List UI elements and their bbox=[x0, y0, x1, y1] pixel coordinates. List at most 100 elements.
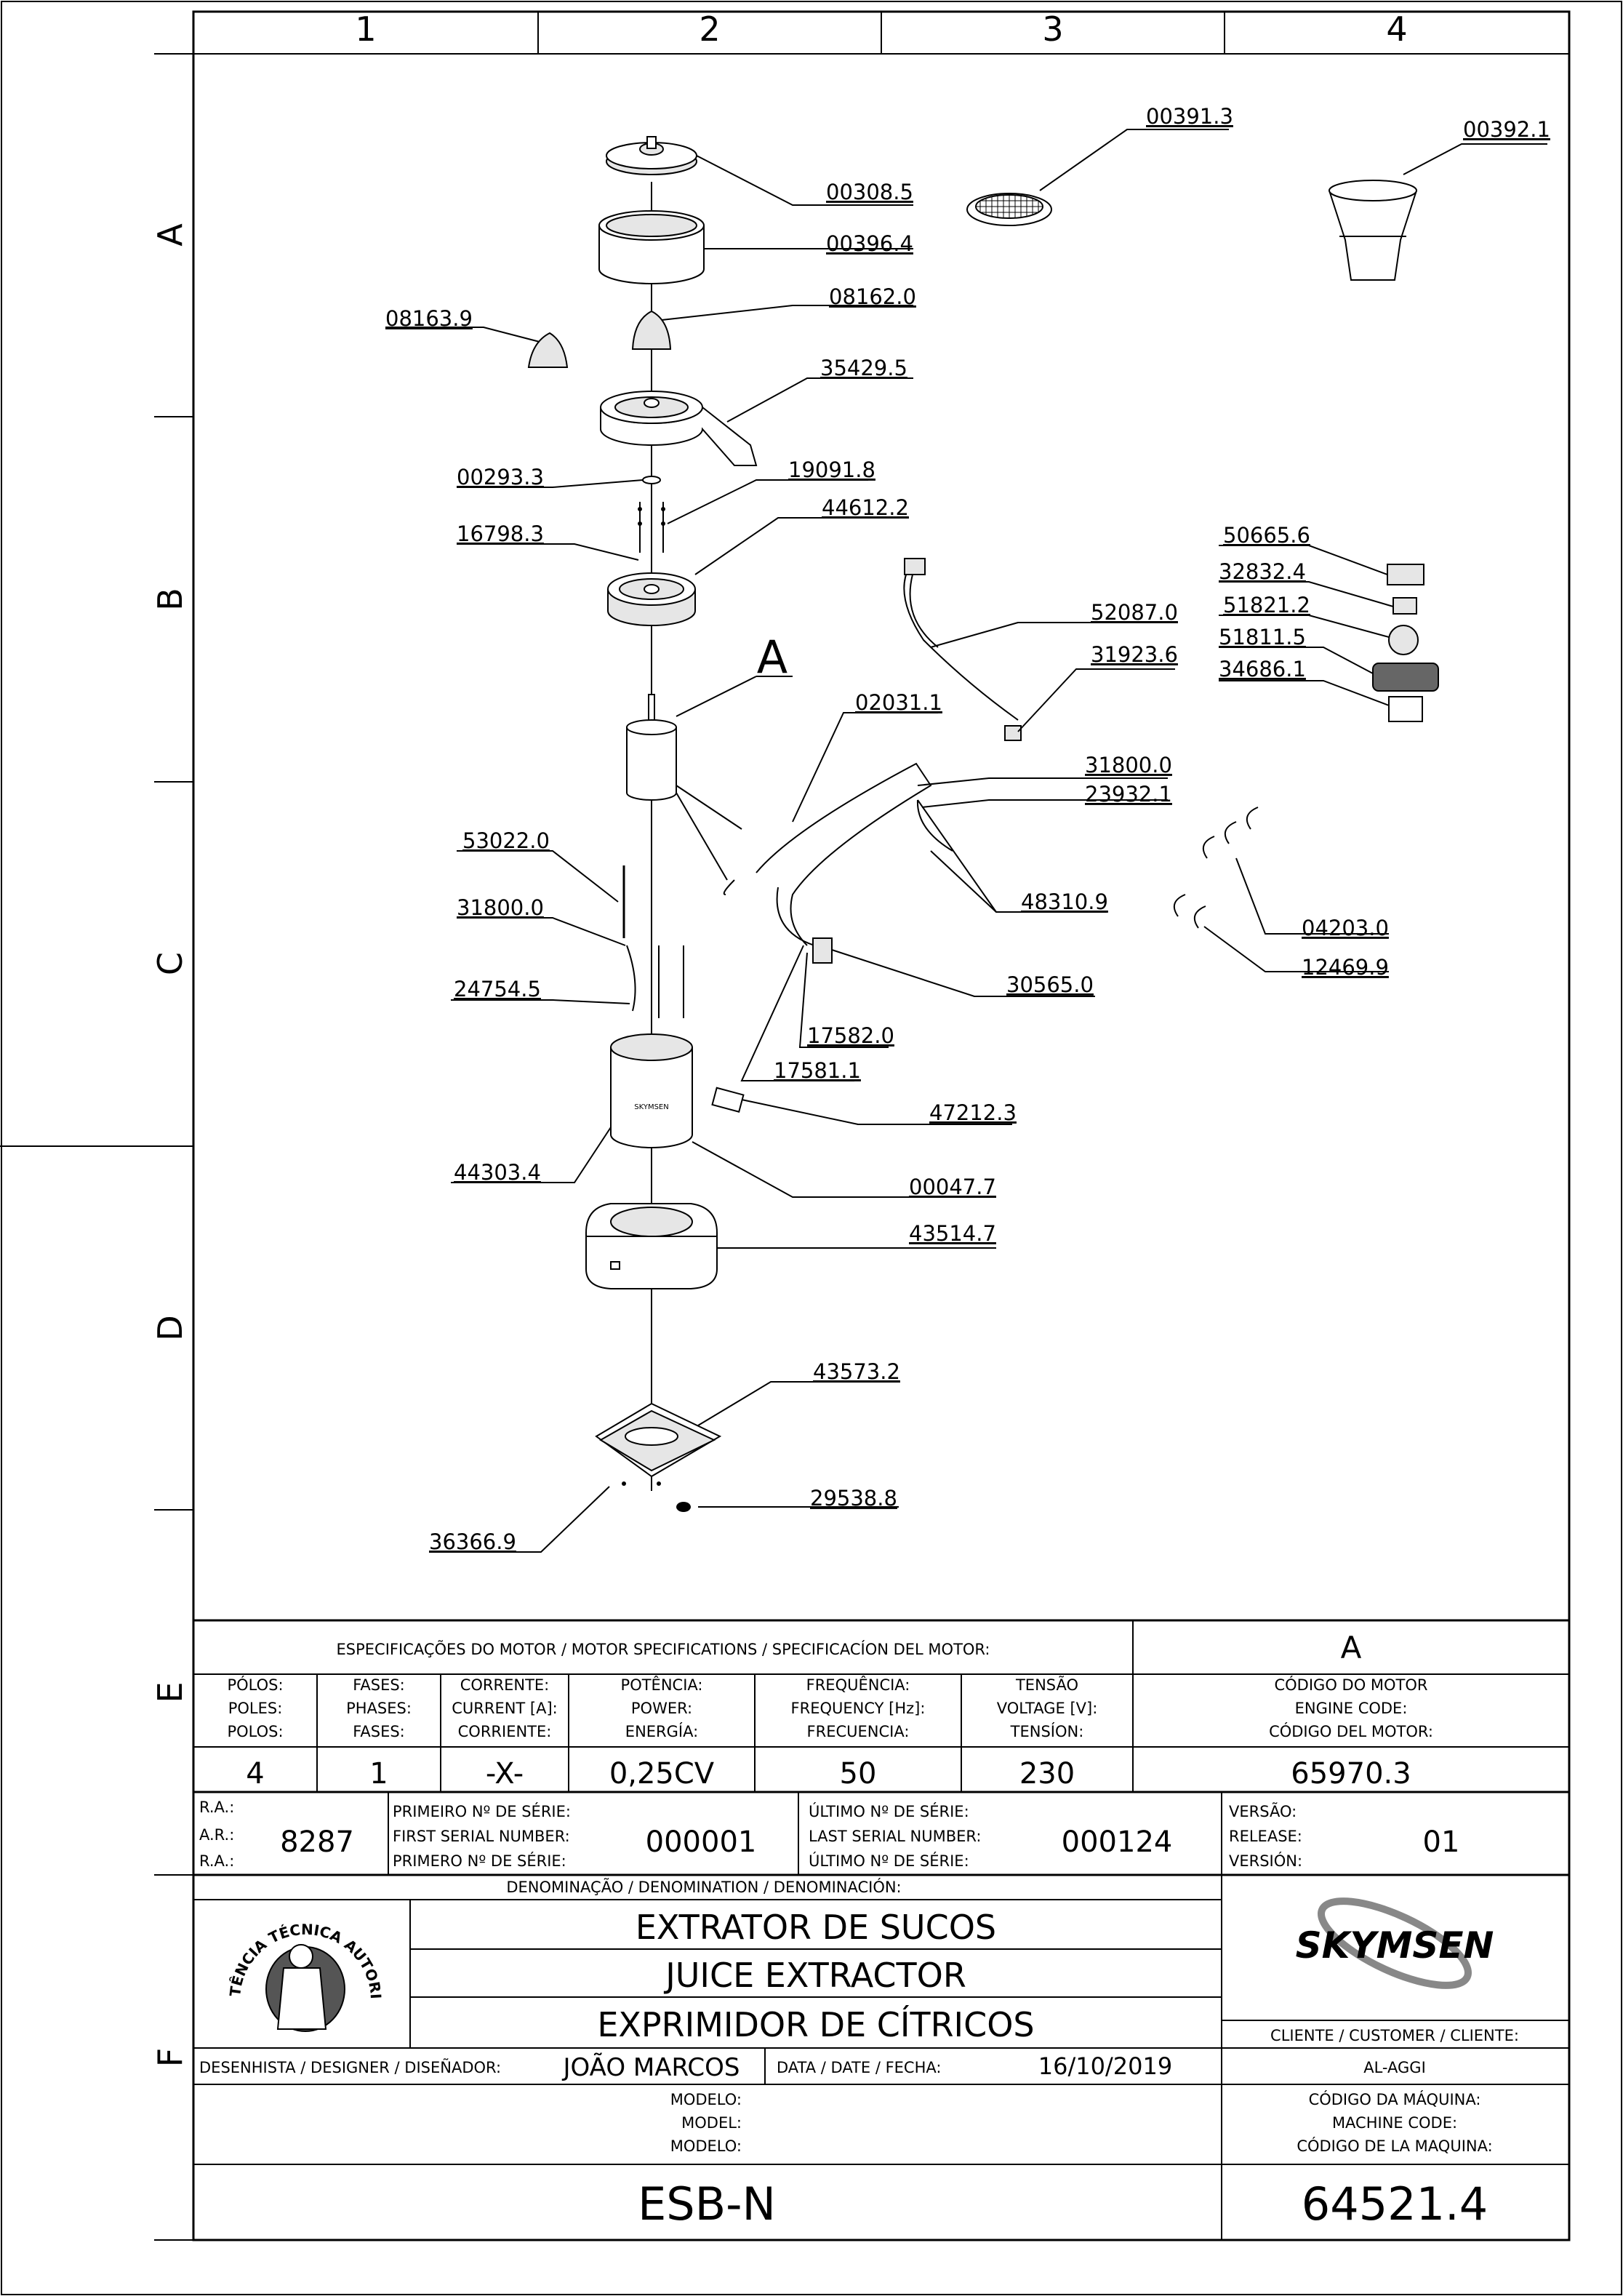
label-text: FREQUÊNCIA: bbox=[806, 1676, 910, 1694]
svg-text:SKYMSEN: SKYMSEN bbox=[634, 1103, 668, 1111]
sticker-1-icon bbox=[1387, 564, 1424, 585]
label-text: R.A.: bbox=[199, 1799, 234, 1816]
part-number: 08162.0 bbox=[829, 284, 916, 309]
washer-part bbox=[642, 476, 661, 484]
exploded-view: A SKYMSEN bbox=[527, 136, 1439, 1512]
cup-part bbox=[1329, 180, 1417, 281]
model-value: ESB-N bbox=[638, 2177, 776, 2231]
label-text: CÓDIGO DE LA MAQUINA: bbox=[1297, 2137, 1492, 2155]
poles-value: 4 bbox=[246, 1757, 264, 1791]
zone-col-2: 2 bbox=[699, 9, 720, 49]
label-text: PRIMERO Nº DE SÉRIE: bbox=[393, 1852, 566, 1870]
power-value: 0,25CV bbox=[609, 1757, 715, 1791]
lid-part bbox=[606, 136, 697, 175]
springs-part bbox=[1173, 807, 1259, 929]
label-text: TENSÍON: bbox=[1010, 1722, 1084, 1740]
part-number: 44303.4 bbox=[454, 1160, 541, 1185]
label-text: POLOS: bbox=[227, 1723, 283, 1740]
part-number: 51811.5 bbox=[1219, 625, 1306, 649]
zone-col-4: 4 bbox=[1386, 9, 1407, 49]
part-number: 19091.8 bbox=[788, 457, 875, 482]
part-number: 00047.7 bbox=[909, 1175, 996, 1199]
part-number: 00391.3 bbox=[1146, 104, 1233, 129]
label-text: TENSÃO bbox=[1015, 1675, 1078, 1694]
detail-a-label: A bbox=[757, 631, 788, 684]
title-pt: EXTRATOR DE SUCOS bbox=[636, 1908, 996, 1947]
part-number: 30565.0 bbox=[1006, 972, 1094, 997]
part-number: 24754.5 bbox=[454, 977, 541, 1001]
label-text: FASES: bbox=[353, 1676, 405, 1694]
part-number: 00392.1 bbox=[1463, 117, 1550, 142]
bowl-spout-part bbox=[600, 391, 758, 466]
foot-part bbox=[676, 1502, 691, 1512]
brand-logo: SKYMSEN bbox=[1296, 1897, 1494, 1989]
label-text: CURRENT [A]: bbox=[452, 1700, 558, 1717]
part-number: 31800.0 bbox=[457, 895, 544, 920]
motor-spec-labels: PÓLOS: POLES: POLOS: FASES: PHASES: FASE… bbox=[227, 1675, 1432, 1740]
release-value: 01 bbox=[1423, 1825, 1460, 1859]
label-text: FREQUENCY [Hz]: bbox=[791, 1700, 926, 1717]
cable-guide-part bbox=[756, 762, 932, 946]
machine-code-value: 64521.4 bbox=[1302, 2177, 1488, 2231]
sticker-3-icon bbox=[1388, 625, 1419, 655]
current-value: -X- bbox=[486, 1757, 524, 1791]
sticker-5-icon bbox=[1388, 696, 1423, 722]
part-number: 00396.4 bbox=[826, 231, 913, 256]
voltage-value: 230 bbox=[1019, 1757, 1075, 1791]
label-text: A.R.: bbox=[199, 1826, 234, 1844]
part-number: 32832.4 bbox=[1219, 559, 1306, 584]
part-number: 51821.2 bbox=[1223, 593, 1310, 617]
housing-part: SKYMSEN bbox=[610, 1033, 693, 1148]
date-label: DATA / DATE / FECHA: bbox=[777, 2059, 941, 2076]
part-number: 29538.8 bbox=[810, 1486, 897, 1511]
strainer-part bbox=[966, 193, 1052, 226]
part-number: 36366.9 bbox=[429, 1529, 516, 1554]
sticker-4-icon bbox=[1372, 663, 1439, 692]
reamer-large-part bbox=[631, 310, 672, 350]
motor-cover-part bbox=[607, 572, 696, 626]
label-text: CÓDIGO DO MOTOR bbox=[1274, 1676, 1427, 1694]
designer-label: DESENHISTA / DESIGNER / DISEÑADOR: bbox=[199, 2057, 501, 2076]
label-text: PRIMEIRO Nº DE SÉRIE: bbox=[393, 1802, 571, 1820]
reamer-small-part bbox=[527, 332, 569, 368]
part-number: 50665.6 bbox=[1223, 523, 1310, 548]
part-number: 31923.6 bbox=[1091, 642, 1178, 667]
sticker-2-icon bbox=[1392, 597, 1417, 615]
zone-row-f: F bbox=[151, 2048, 190, 2067]
label-text: ÚLTIMO Nº DE SÉRIE: bbox=[809, 1852, 969, 1870]
motor-spec-header: ESPECIFICAÇÕES DO MOTOR / MOTOR SPECIFIC… bbox=[337, 1639, 990, 1658]
label-text: FRECUENCIA: bbox=[807, 1723, 910, 1740]
label-text: MODELO: bbox=[670, 2091, 742, 2108]
part-number: 17582.0 bbox=[807, 1023, 894, 1048]
label-text: LAST SERIAL NUMBER: bbox=[809, 1828, 981, 1845]
bottom-plate-part bbox=[595, 1402, 722, 1478]
motor-part bbox=[626, 694, 742, 881]
date-value: 16/10/2019 bbox=[1038, 2052, 1172, 2080]
plug-icon bbox=[904, 558, 926, 575]
label-text: FIRST SERIAL NUMBER: bbox=[393, 1828, 570, 1845]
part-number: 44612.2 bbox=[822, 495, 909, 520]
connector-icon bbox=[1004, 725, 1022, 741]
zone-row-b: B bbox=[151, 588, 190, 611]
part-number: 23932.1 bbox=[1085, 782, 1172, 807]
base-part bbox=[585, 1203, 718, 1289]
part-numbers: 00391.3 00392.1 00308.5 00396.4 08162.0 … bbox=[385, 104, 1550, 1554]
label-text: VERSIÓN: bbox=[1229, 1852, 1302, 1870]
first-serial-value: 000001 bbox=[646, 1825, 757, 1859]
part-number: 08163.9 bbox=[385, 306, 473, 331]
label-text: MODELO: bbox=[670, 2137, 742, 2155]
part-number: 53022.0 bbox=[462, 828, 550, 853]
part-number: 43573.2 bbox=[813, 1359, 900, 1384]
title-es: EXPRIMIDOR DE CÍTRICOS bbox=[597, 2005, 1034, 2044]
part-number: 12469.9 bbox=[1302, 955, 1389, 980]
client-label: CLIENTE / CUSTOMER / CLIENTE: bbox=[1270, 2027, 1519, 2044]
zone-row-a: A bbox=[151, 223, 190, 247]
label-text: SKYMSEN bbox=[1296, 1924, 1494, 1967]
engine-code-value: 65970.3 bbox=[1291, 1757, 1411, 1791]
label-text: MODEL: bbox=[681, 2114, 742, 2132]
label-text: ENGINE CODE: bbox=[1295, 1700, 1408, 1717]
title-block: ESPECIFICAÇÕES DO MOTOR / MOTOR SPECIFIC… bbox=[0, 0, 1569, 2240]
ring-part bbox=[598, 210, 705, 284]
phases-value: 1 bbox=[369, 1757, 388, 1791]
